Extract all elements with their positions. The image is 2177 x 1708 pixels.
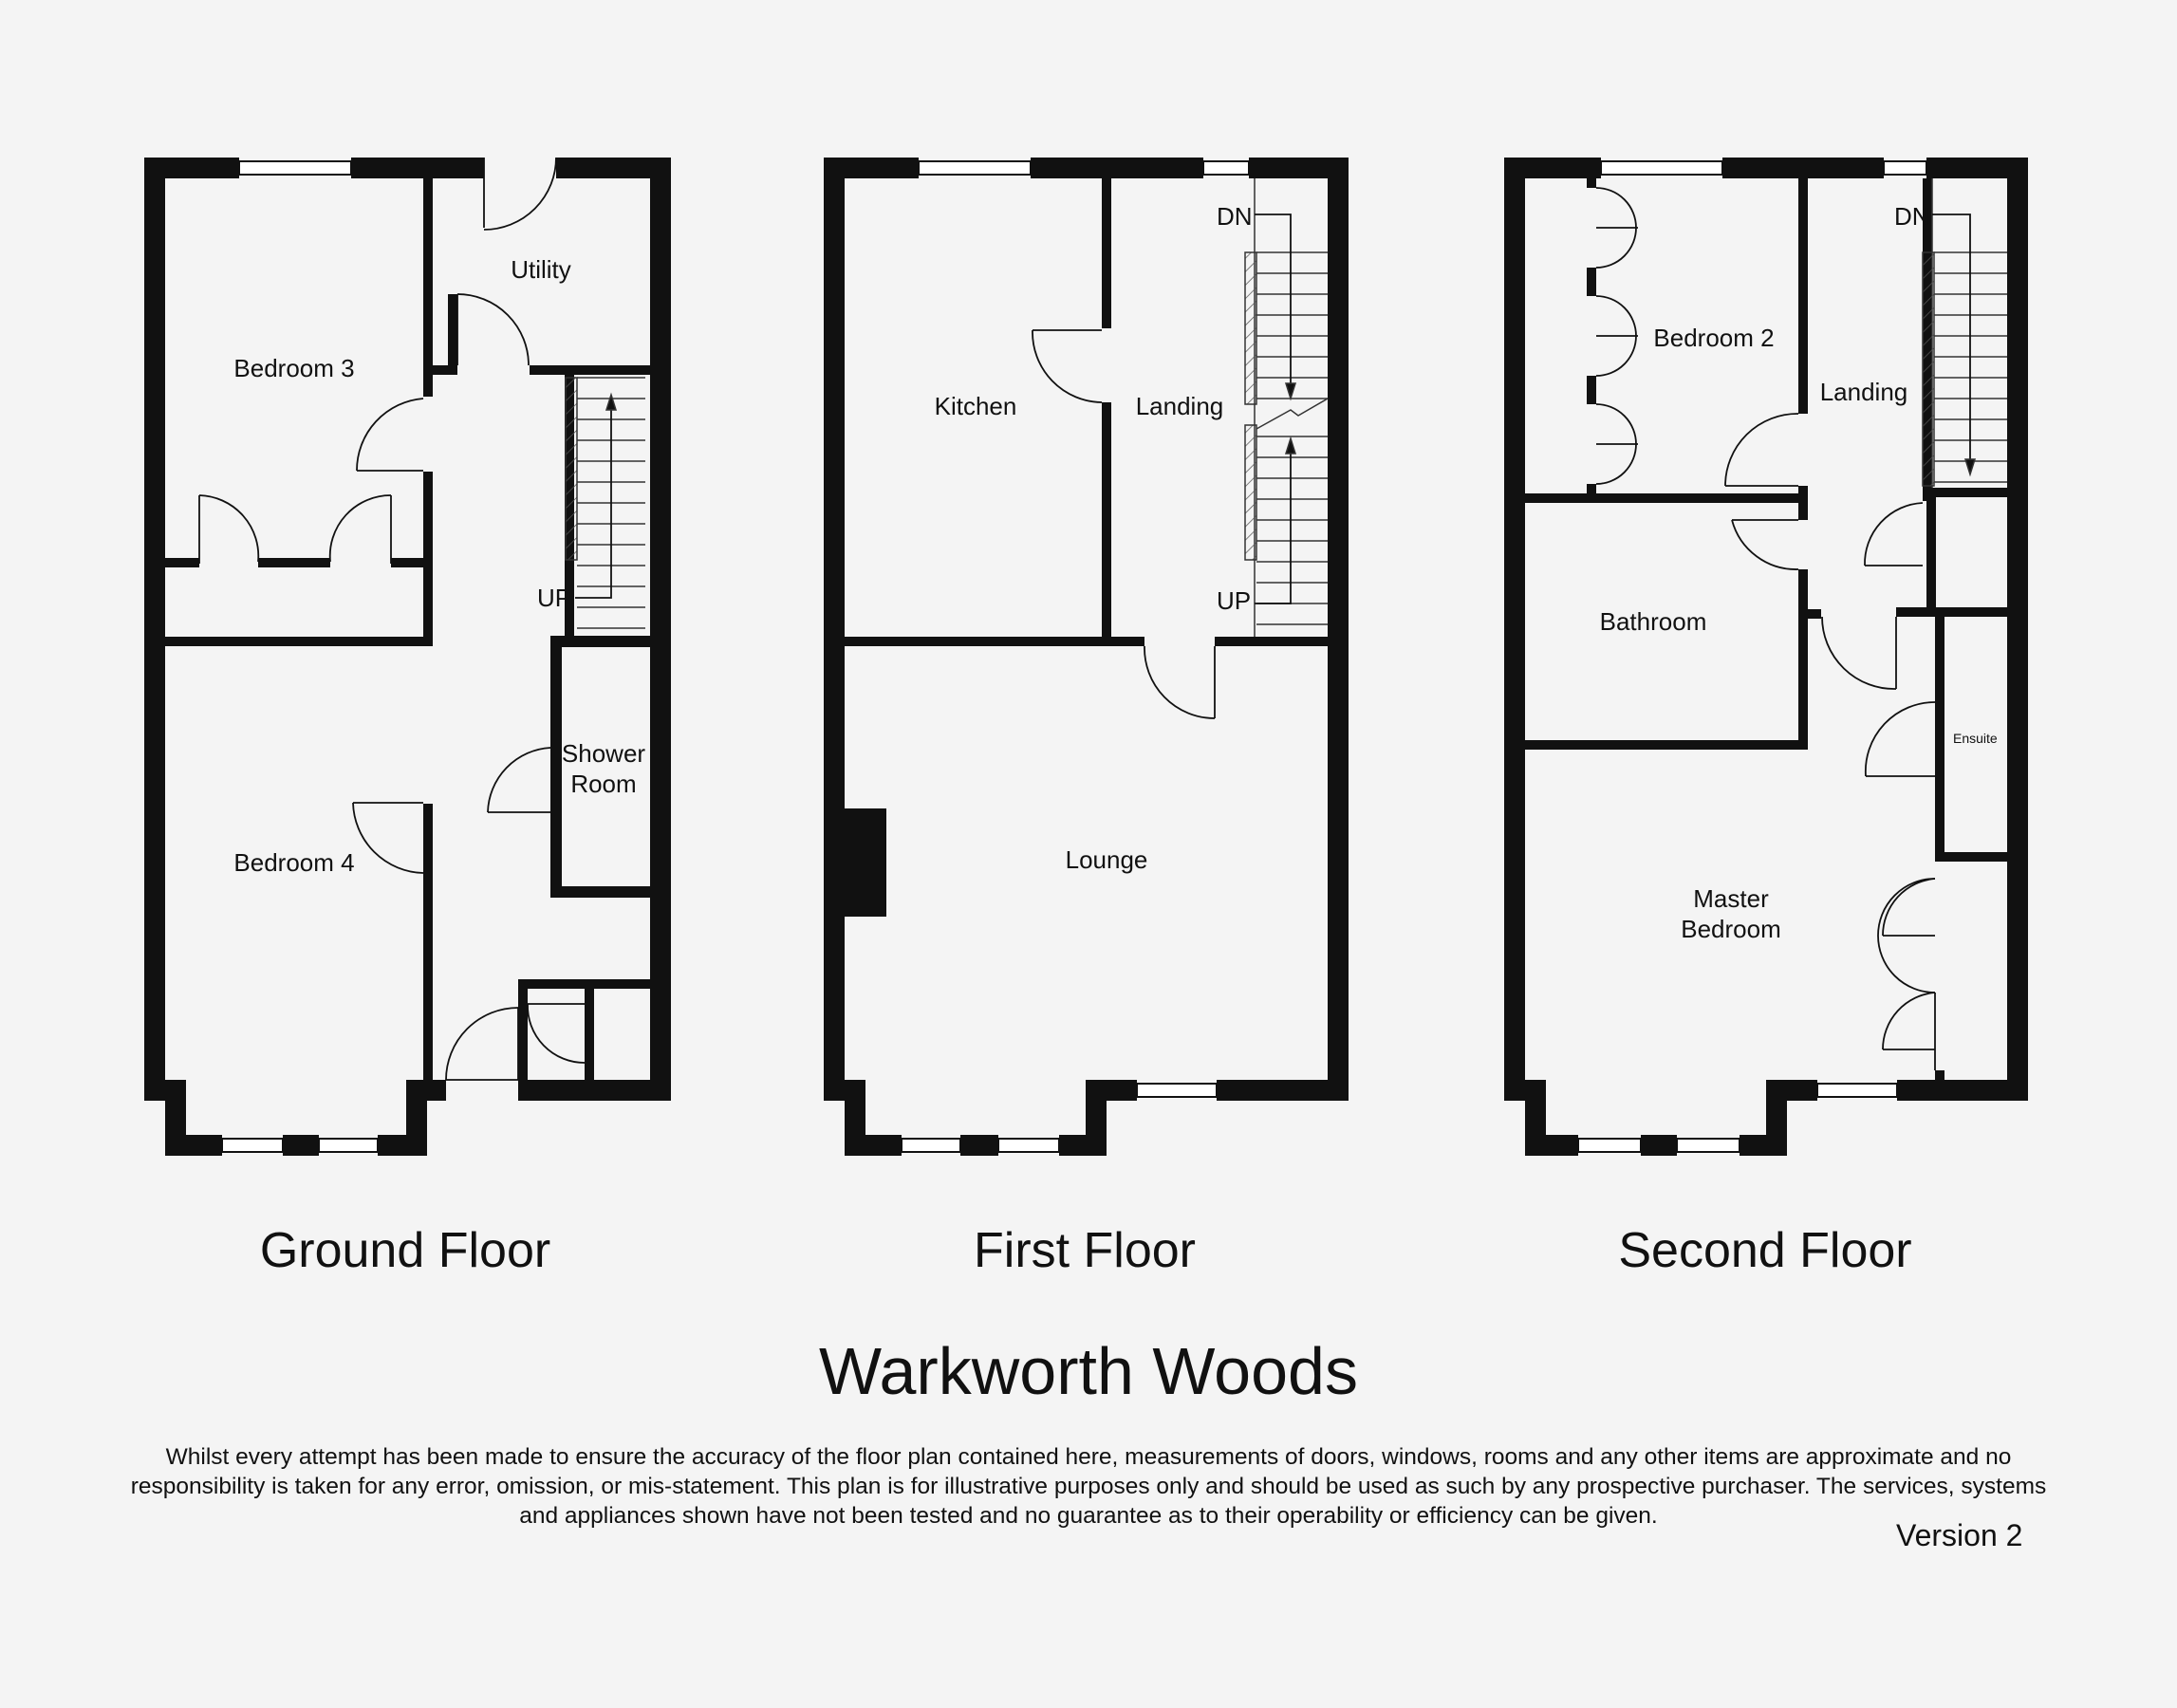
second-floor-stairs — [1922, 178, 2007, 488]
room-label-bedroom-3: Bedroom 3 — [233, 354, 355, 382]
disclaimer-text: Whilst every attempt has been made to en… — [130, 1444, 2047, 1529]
room-label-ensuite: Ensuite — [1953, 731, 1998, 746]
stair-label-dn-first: DN — [1217, 202, 1253, 231]
version-label: Version 2 — [1896, 1518, 2023, 1552]
ground-floor-windows — [221, 160, 379, 1153]
first-floor-plan — [824, 158, 1349, 1156]
room-label-landing-second: Landing — [1819, 378, 1908, 406]
stair-label-up-first: UP — [1217, 586, 1252, 615]
room-label-bedroom-4: Bedroom 4 — [233, 848, 355, 877]
second-floor-walls — [1504, 158, 2028, 1156]
room-label-utility: Utility — [511, 255, 571, 284]
room-label-bathroom: Bathroom — [1599, 607, 1707, 636]
room-label-master-bedroom: Master Bedroom — [1681, 884, 1781, 943]
stair-label-dn-second: DN — [1894, 202, 1930, 231]
room-label-lounge: Lounge — [1065, 845, 1148, 874]
room-label-kitchen: Kitchen — [934, 392, 1017, 420]
property-title: Warkworth Woods — [819, 1334, 1358, 1408]
ground-floor-plan — [144, 157, 671, 1156]
room-label-shower-room: Shower Room — [561, 739, 646, 798]
second-floor-windows — [1577, 160, 1927, 1153]
floor-caption-second: Second Floor — [1618, 1223, 1912, 1278]
room-label-bedroom-2: Bedroom 2 — [1653, 324, 1775, 352]
ground-floor-stairs — [565, 377, 645, 629]
first-floor-windows — [901, 160, 1250, 1153]
room-label-landing-first: Landing — [1135, 392, 1224, 420]
second-floor-plan — [1504, 158, 2028, 1156]
ground-floor-doors — [198, 157, 586, 1081]
second-floor-doors — [1595, 187, 1936, 1070]
first-floor-stairs — [1244, 178, 1329, 637]
floor-caption-first: First Floor — [974, 1223, 1196, 1278]
ground-floor-walls — [144, 158, 671, 1156]
first-floor-walls — [824, 158, 1349, 1156]
floor-caption-ground: Ground Floor — [259, 1223, 551, 1278]
stair-label-up-ground: UP — [537, 584, 572, 612]
first-floor-doors — [1032, 329, 1216, 719]
